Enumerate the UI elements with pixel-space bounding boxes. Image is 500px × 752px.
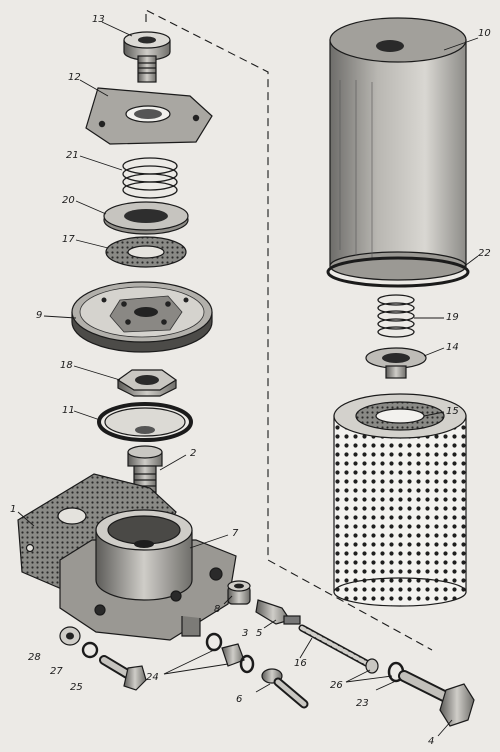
banjo-bolt-part [261, 668, 309, 709]
washer-27-part [81, 641, 99, 659]
filter-housing-body-part [59, 509, 237, 641]
callout-7: 7 [232, 528, 239, 539]
canister-gasket-part [326, 256, 470, 288]
callout-19: 19 [446, 312, 459, 323]
callout-3: 3 [242, 628, 248, 639]
callout-4: 4 [428, 736, 434, 747]
filter-spring-part [377, 294, 415, 338]
callout-20: 20 [62, 195, 75, 206]
filter-element-part [333, 393, 467, 607]
callout-14: 14 [446, 342, 459, 353]
callout-8: 8 [214, 604, 220, 615]
mounting-bracket-part [85, 87, 213, 145]
callout-10: 10 [478, 28, 491, 39]
callout-26: 26 [330, 680, 343, 691]
sealing-rings-part [365, 658, 405, 683]
sleeve-part [227, 580, 251, 605]
union-nut-part [123, 31, 171, 83]
callout-21: 21 [66, 150, 79, 161]
callout-2: 2 [190, 448, 196, 459]
callout-6: 6 [236, 694, 242, 705]
callout-18: 18 [60, 360, 73, 371]
seal-ring-part [97, 402, 193, 442]
assembly-axis-dashed [145, 9, 433, 651]
spring-part [122, 157, 178, 199]
callout-11: 11 [62, 405, 75, 416]
callout-1: 1 [10, 504, 16, 515]
callout-23: 23 [356, 698, 369, 709]
callout-17: 17 [62, 234, 75, 245]
banjo-fitting-part [205, 632, 255, 674]
filter-canister-part [329, 17, 467, 281]
callout-27: 27 [50, 666, 63, 677]
callout-9: 9 [36, 310, 42, 321]
valve-part [255, 599, 301, 625]
hex-nut-part [116, 369, 178, 397]
felt-gasket-part [105, 236, 187, 268]
callout-22: 22 [478, 248, 491, 259]
drain-bolt-part [398, 670, 475, 727]
callout-25: 25 [70, 682, 83, 693]
spring-seat-part [365, 347, 427, 379]
plunger-spring-part [298, 624, 372, 668]
leader-lines [17, 21, 479, 737]
callout-28: 28 [28, 652, 41, 663]
callout-16: 16 [294, 658, 307, 669]
callout-12: 12 [68, 72, 81, 83]
cover-disc-part [71, 281, 213, 353]
washer-part [103, 201, 189, 235]
bolt-25-part [99, 655, 147, 691]
washer-28-part [59, 626, 81, 646]
callout-labels: 13 12 21 20 17 9 18 11 2 1 7 8 3 5 28 27… [10, 14, 491, 747]
callout-5: 5 [256, 628, 262, 639]
callout-13: 13 [92, 14, 105, 25]
callout-24: 24 [146, 672, 159, 683]
callout-15: 15 [446, 406, 459, 417]
